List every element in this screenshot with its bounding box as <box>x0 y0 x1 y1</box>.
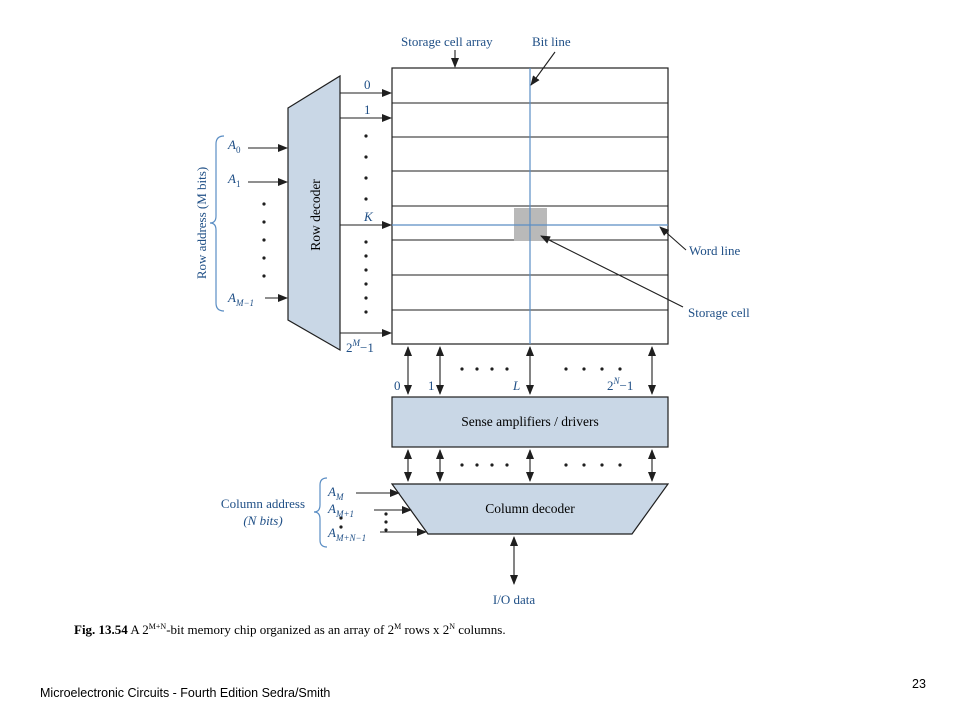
sense-amplifiers-block: Sense amplifiers / drivers <box>391 396 669 448</box>
row-output-0: 0 <box>364 77 371 92</box>
storage-cell-pointer <box>540 235 684 308</box>
row-address-input-arrows <box>248 144 288 302</box>
storage-cell-label: Storage cell <box>688 305 750 320</box>
column-address-label-line1: Column address <box>221 496 305 511</box>
row-output-lines <box>340 89 392 337</box>
caption-text-2: -bit memory chip organized as an array o… <box>166 622 395 637</box>
io-data-label: I/O data <box>493 592 535 607</box>
word-line-pointer <box>659 226 687 251</box>
bit-line-pointer <box>530 51 556 86</box>
column-address-brace <box>313 477 328 548</box>
row-decoder: Row decoder <box>287 74 341 352</box>
caption-sup-2: M <box>394 622 402 631</box>
column-input-am: AM <box>327 484 344 502</box>
caption-text-1: A 2 <box>127 622 149 637</box>
row-decoder-label: Row decoder <box>308 179 323 251</box>
row-address-brace <box>209 135 225 312</box>
row-output-k: K <box>363 209 374 224</box>
caption-text-3: rows x 2 <box>401 622 450 637</box>
bit-line-label: Bit line <box>532 34 571 49</box>
storage-cell-array-label: Storage cell array <box>401 34 493 49</box>
sense-amplifiers-label: Sense amplifiers / drivers <box>461 414 599 429</box>
row-address-label: Row address (M bits) <box>194 167 209 279</box>
column-index-last: 2N−1 <box>607 376 633 393</box>
word-line-label: Word line <box>689 243 741 258</box>
column-address-label-line2: (N bits) <box>243 513 282 528</box>
column-index-0: 0 <box>394 378 401 393</box>
upper-column-ellipsis-dots <box>460 367 622 371</box>
sense-decoder-bidirectional-arrows <box>404 449 656 482</box>
array-sense-bidirectional-arrows <box>404 346 656 395</box>
row-input-am-1: AM−1 <box>227 290 254 308</box>
row-input-a0: A0 <box>227 137 241 155</box>
row-output-1: 1 <box>364 102 371 117</box>
column-decoder-label: Column decoder <box>485 501 575 516</box>
column-index-l: L <box>512 378 520 393</box>
column-input-amn1: AM+N−1 <box>327 525 366 543</box>
column-input-am1: AM+1 <box>327 501 354 519</box>
footer-source: Microelectronic Circuits - Fourth Editio… <box>40 686 331 700</box>
page-number: 23 <box>912 677 926 691</box>
caption-text-4: columns. <box>455 622 506 637</box>
column-address-input-arrows <box>356 489 427 536</box>
caption-sup-1: M+N <box>148 622 167 631</box>
lower-column-ellipsis-dots <box>460 463 622 467</box>
caption-sup-3: N <box>449 622 456 631</box>
figure-caption: Fig. 13.54 A 2M+N-bit memory chip organi… <box>74 622 506 638</box>
row-output-last: 2M−1 <box>346 338 374 355</box>
row-output-ellipsis-dots <box>364 134 368 314</box>
row-input-a1: A1 <box>227 171 240 189</box>
column-decoder: Column decoder <box>390 483 670 535</box>
row-input-ellipsis-dots <box>262 202 266 278</box>
storage-cell-array <box>391 67 669 345</box>
column-input-ellipsis-dots <box>339 512 388 532</box>
column-index-1: 1 <box>428 378 435 393</box>
caption-prefix: Fig. 13.54 <box>74 622 128 637</box>
